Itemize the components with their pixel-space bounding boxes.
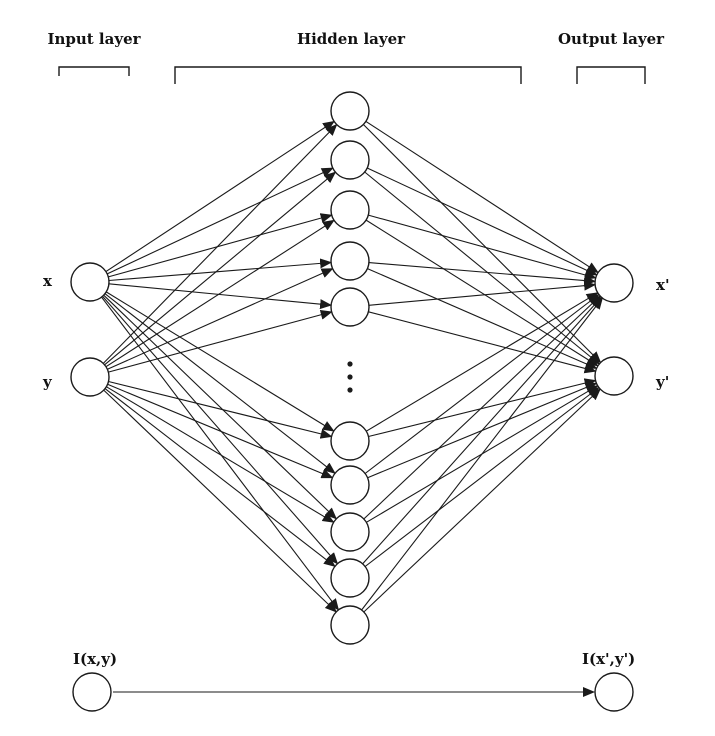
- connection-arrow: [362, 296, 602, 565]
- input-layer-bracket: [58, 66, 130, 76]
- connection-arrow: [367, 268, 598, 369]
- target-mapping-node: [594, 672, 634, 712]
- connection-arrow: [361, 297, 604, 611]
- connection-arrow: [103, 294, 338, 520]
- output-neuron-y-prime: [594, 356, 634, 396]
- connection-arrow: [365, 120, 599, 274]
- connection-arrow: [368, 311, 597, 374]
- connection-arrow: [107, 268, 334, 370]
- connection-arrow: [363, 124, 602, 364]
- connection-arrow: [107, 383, 334, 479]
- connection-arrow: [364, 171, 601, 365]
- connection-arrow: [363, 388, 601, 613]
- connection-arrow: [366, 292, 599, 432]
- hidden-neuron: [330, 512, 370, 552]
- connection-arrow: [102, 295, 339, 565]
- source-mapping-label: I(x,y): [73, 650, 117, 668]
- connection-arrow: [108, 309, 333, 373]
- output-label-y-prime: y': [655, 373, 669, 391]
- output-layer-title: Output layer: [558, 30, 665, 48]
- hidden-neuron: [330, 190, 370, 230]
- connection-arrow: [108, 380, 333, 439]
- connection-arrow: [104, 171, 337, 366]
- connection-arrow: [363, 295, 601, 520]
- connection-arrow: [108, 258, 333, 282]
- input-neuron-y: [70, 357, 110, 397]
- connection-arrow: [104, 293, 336, 474]
- target-mapping-label: I(x',y'): [582, 650, 635, 668]
- connection-arrow: [366, 167, 598, 276]
- connection-arrow: [364, 293, 600, 474]
- hidden-neuron: [330, 241, 370, 281]
- source-mapping-node: [72, 672, 112, 712]
- connection-arrow: [108, 283, 333, 310]
- hidden-neuron: [330, 91, 370, 131]
- hidden-neuron: [330, 140, 370, 180]
- connection-arrow: [105, 219, 335, 368]
- output-layer-bracket: [576, 66, 646, 84]
- hidden-neuron: [330, 558, 370, 598]
- input-label-x: x: [43, 272, 53, 290]
- hidden-neuron: [330, 421, 370, 461]
- input-layer-title: Input layer: [47, 30, 141, 48]
- connection-arrow: [104, 388, 336, 568]
- hidden-layer-bracket: [174, 66, 522, 84]
- connection-arrow: [365, 219, 599, 367]
- connection-arrow: [368, 214, 597, 280]
- connection-arrow: [106, 167, 334, 275]
- hidden-ellipsis: [347, 361, 353, 393]
- hidden-neuron: [330, 605, 370, 645]
- connection-arrow: [368, 280, 597, 306]
- connection-arrow: [103, 389, 338, 613]
- connection-arrow: [368, 262, 597, 286]
- connection-arrow: [105, 120, 335, 273]
- connection-arrow: [102, 123, 338, 364]
- connection-arrow: [108, 213, 333, 278]
- connection-arrow: [101, 296, 340, 611]
- connection-arrow: [106, 386, 335, 523]
- input-label-y: y: [42, 373, 53, 391]
- connection-arrow: [364, 386, 600, 567]
- connection-edges: [101, 120, 604, 613]
- hidden-neuron: [330, 287, 370, 327]
- connection-arrow: [368, 378, 597, 438]
- hidden-neuron: [330, 465, 370, 505]
- connection-arrow: [105, 291, 335, 432]
- output-label-x-prime: x': [656, 276, 670, 294]
- output-neuron-x-prime: [594, 263, 634, 303]
- hidden-layer-title: Hidden layer: [297, 30, 406, 48]
- input-neuron-x: [70, 262, 110, 302]
